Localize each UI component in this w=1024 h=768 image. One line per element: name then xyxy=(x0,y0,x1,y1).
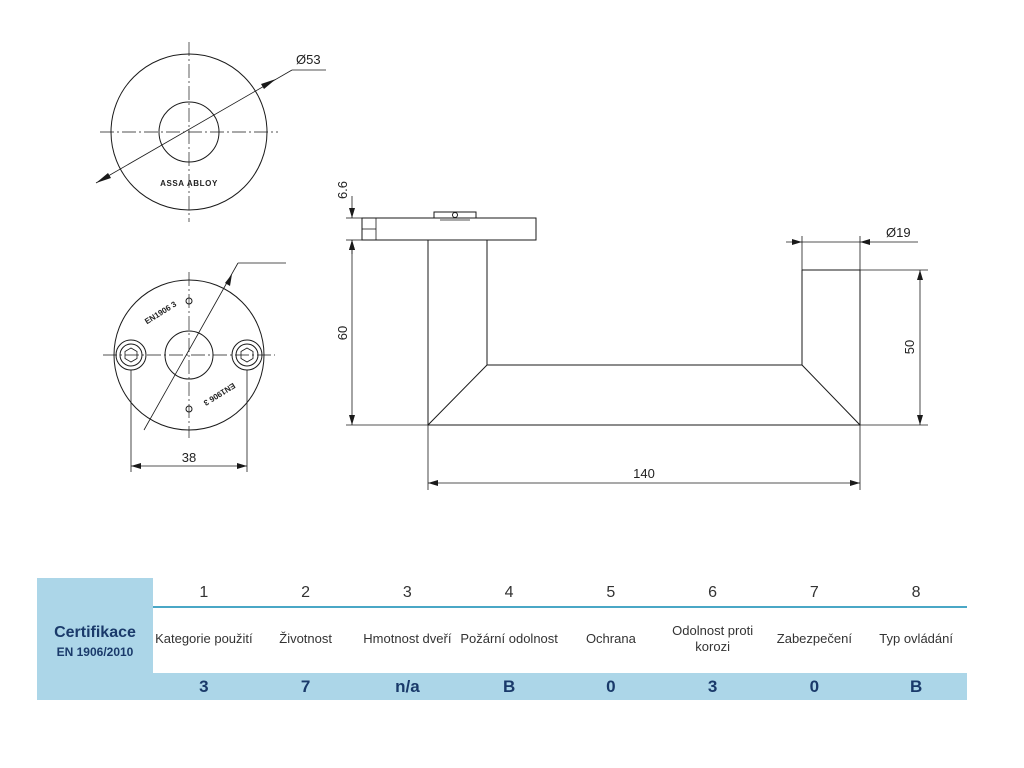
column-number: 1 xyxy=(199,584,209,601)
height-total-label: 60 xyxy=(335,326,350,340)
column-label: Požární odolnost xyxy=(460,630,558,646)
column-label: Zabezpečení xyxy=(776,630,852,646)
column-number-row: 1 2 3 4 5 6 7 8 xyxy=(153,578,967,608)
grip-height-label: 50 xyxy=(902,340,917,354)
base-width-label: 38 xyxy=(182,450,196,465)
column-value: B xyxy=(502,676,516,696)
column-number: 5 xyxy=(606,584,616,601)
rose-top-view: Ø53 ASSA ABLOY xyxy=(95,42,326,222)
column-number: 4 xyxy=(504,584,514,601)
column-label: Typ ovládání xyxy=(879,630,953,646)
column-label-row: Kategorie použití Životnost Hmotnost dve… xyxy=(153,606,967,671)
certification-grid: 1 2 3 4 5 6 7 8 Kategorie použití Životn… xyxy=(153,578,967,700)
length-label: 140 xyxy=(633,466,655,481)
rose-diameter-label: Ø53 xyxy=(296,52,321,67)
column-number: 8 xyxy=(911,584,921,601)
column-value: 7 xyxy=(300,676,311,696)
rose-logo: ASSA ABLOY xyxy=(160,179,218,188)
column-value: 3 xyxy=(707,676,718,696)
grip-diameter-label: Ø19 xyxy=(886,225,911,240)
column-label: Životnost xyxy=(279,630,332,646)
column-number: 3 xyxy=(402,584,412,601)
column-number: 2 xyxy=(301,584,311,601)
column-number: 7 xyxy=(809,584,819,601)
base-plate-view: EN1906 3 EN1906 3 38 xyxy=(103,262,286,472)
base-marking-top: EN1906 3 xyxy=(143,299,178,326)
column-value: 0 xyxy=(606,676,616,696)
column-label: Ochrana xyxy=(585,630,636,646)
column-value: 3 xyxy=(199,676,209,696)
column-value: 0 xyxy=(809,676,820,696)
technical-drawing: Ø53 ASSA ABLOY EN1906 3 EN1906 3 xyxy=(95,42,928,490)
column-value-row: 3 7 n/a B 0 3 0 B xyxy=(153,673,967,700)
column-value: n/a xyxy=(395,676,420,696)
rose-thickness-label: 6.6 xyxy=(335,181,350,199)
column-number: 6 xyxy=(708,584,718,601)
column-label: Hmotnost dveří xyxy=(363,630,452,646)
certification-table: Certifikace EN 1906/2010 1 2 3 4 5 6 7 8… xyxy=(37,578,967,700)
certification-title: Certifikace xyxy=(54,624,136,641)
column-value: B xyxy=(909,676,923,696)
base-marking-bottom: EN1906 3 xyxy=(201,381,236,408)
certification-standard: EN 1906/2010 xyxy=(56,645,134,659)
column-label: Kategorie použití xyxy=(155,630,253,646)
certification-header: Certifikace EN 1906/2010 xyxy=(37,578,153,700)
column-label: Odolnost proti korozi xyxy=(672,622,754,654)
handle-side-view: 6.6 60 Ø19 50 140 xyxy=(335,181,928,490)
